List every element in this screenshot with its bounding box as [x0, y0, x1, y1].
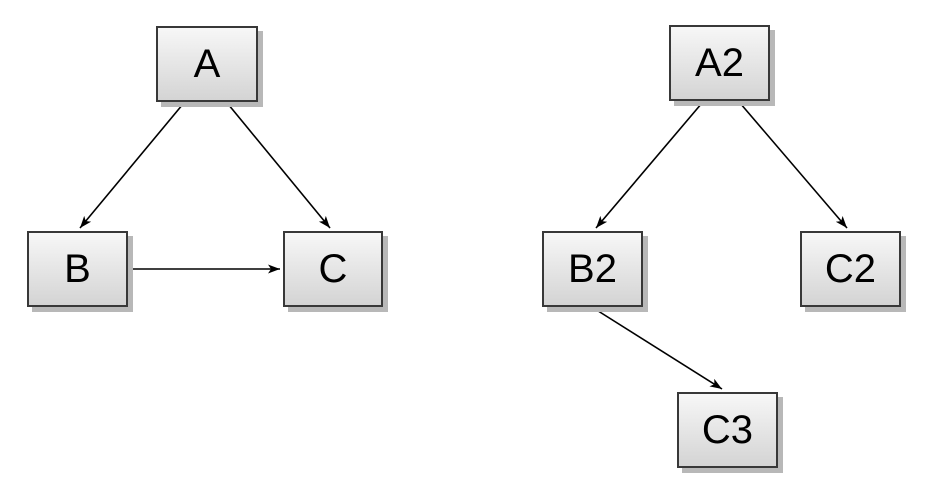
edge-group [79, 102, 848, 390]
diagram-node-b[interactable]: B [27, 231, 128, 307]
edge-a-to-c [227, 103, 331, 229]
diagram-node-a2[interactable]: A2 [669, 25, 770, 101]
edge-a-to-b [79, 103, 184, 229]
node-label: A2 [695, 41, 744, 85]
diagram-node-a[interactable]: A [156, 26, 258, 102]
edge-b2-to-c3 [594, 308, 723, 390]
edge-a2-to-b2 [595, 102, 703, 229]
node-label: B [64, 247, 91, 291]
node-label: C2 [824, 247, 877, 291]
diagram-node-c[interactable]: C [283, 231, 383, 307]
node-label: C3 [701, 408, 754, 452]
diagram-node-c3[interactable]: C3 [677, 392, 778, 468]
diagram-node-c2[interactable]: C2 [800, 231, 901, 307]
edge-a2-to-c2 [739, 102, 848, 229]
diagram-node-b2[interactable]: B2 [542, 231, 643, 307]
node-label: B2 [568, 247, 617, 291]
node-label: A [193, 42, 221, 86]
node-label: C [318, 247, 348, 291]
